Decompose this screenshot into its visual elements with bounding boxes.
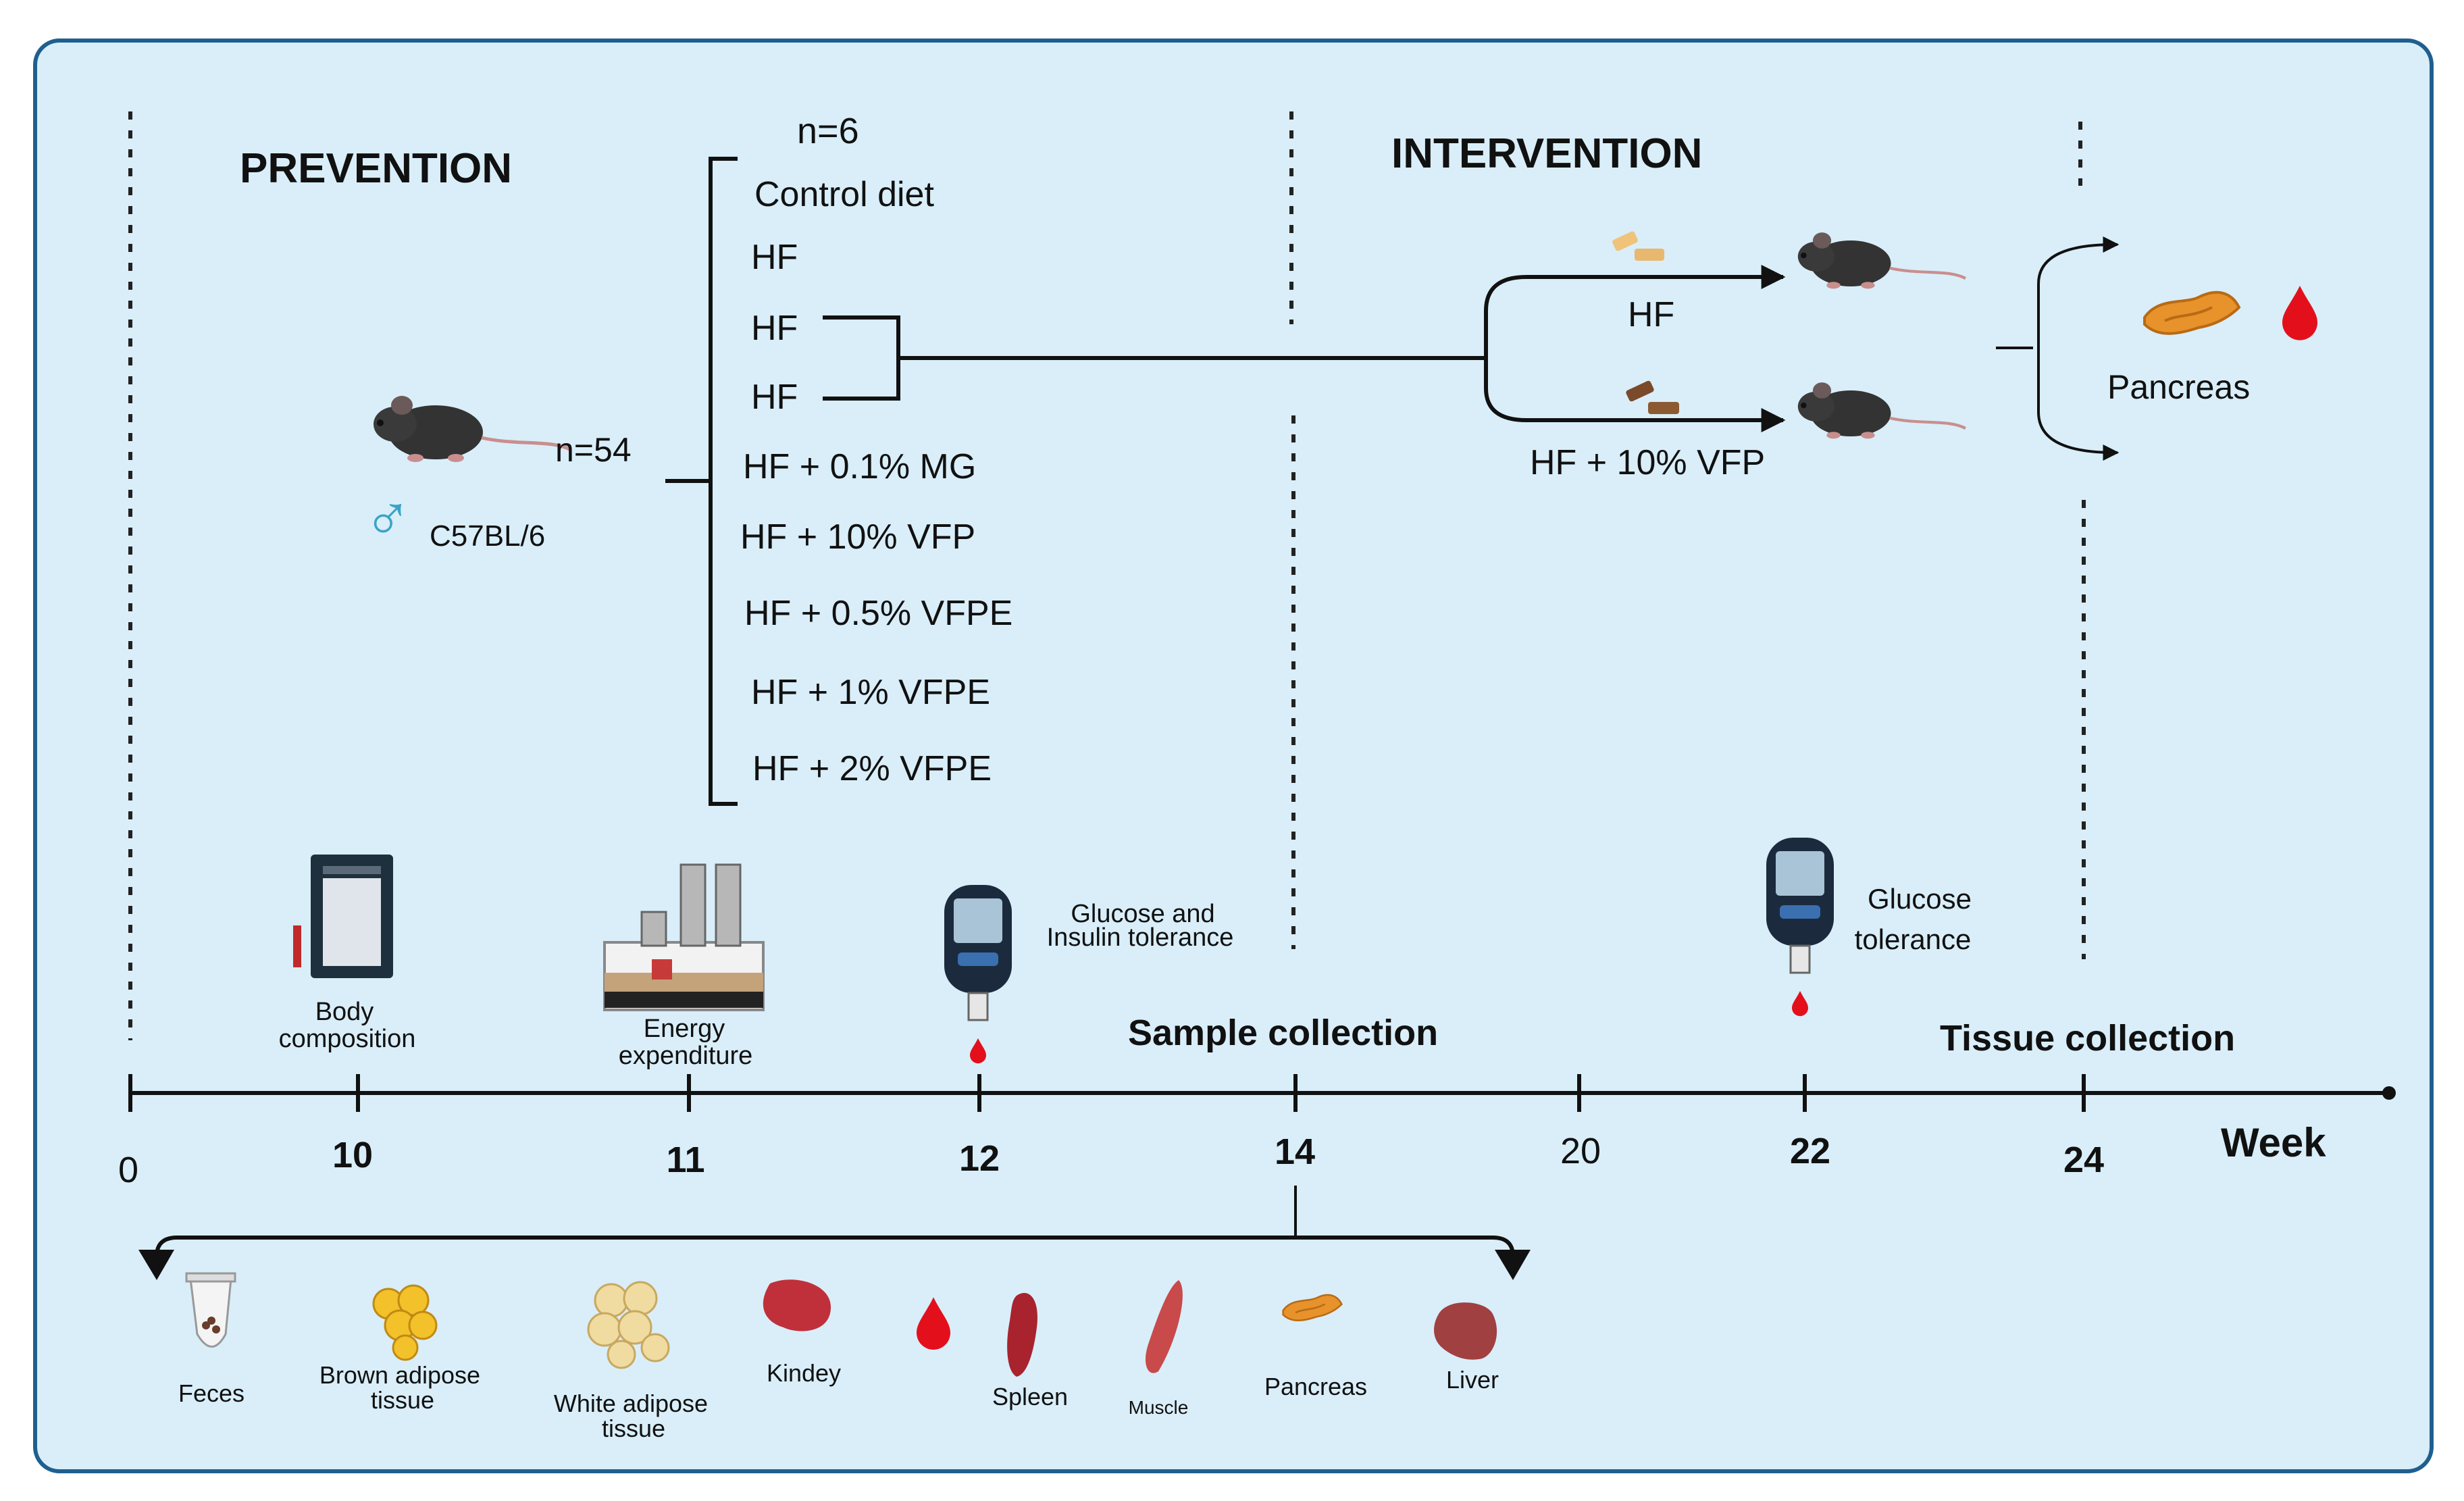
tissue-collection-label: Tissue collection [1940,1018,2235,1059]
cohort-size: n=54 [555,431,632,469]
arm-arrow-hf [1484,265,1786,358]
endpoint-bracket [2037,243,2115,454]
sample-label: Spleen [992,1383,1068,1410]
week-tick-label: 12 [959,1138,1000,1179]
week-tick-label: 24 [2063,1140,2104,1180]
liver-icon [1434,1302,1497,1360]
bracket-arrow-left [138,1250,174,1280]
test-label: Insulin tolerance [1047,923,1234,952]
metabolic-cage-icon [603,863,765,1011]
vfp-diet-pellet-icon [1626,380,1679,414]
week-tick-label: 20 [1560,1131,1601,1171]
sample-label: Muscle [1129,1397,1189,1418]
sample-label: Feces [178,1379,245,1407]
group-label: HF + 10% VFP [740,517,975,557]
background-panel [33,39,2434,1473]
intervention-title: INTERVENTION [1391,130,1702,177]
group-label: HF [751,238,798,277]
test-label: Glucose and [1071,900,1214,928]
kidney-icon [763,1279,831,1331]
test-label: Energy [644,1015,725,1043]
week-tick-label: 11 [666,1140,704,1180]
hf-diet-pellet-icon [1612,231,1664,261]
white-adipose-icon [587,1281,670,1369]
intervention-arm-label: HF + 10% VFP [1530,443,1765,482]
timeline-end-dot [2382,1086,2396,1100]
test-label: composition [279,1025,416,1053]
group-label: HF + 2% VFPE [752,749,992,788]
test-label: tolerance [1855,923,1972,955]
group-label: HF + 0.1% MG [743,447,976,486]
sample-bracket [155,1236,1515,1270]
week-tick-label: 22 [1790,1131,1830,1171]
group-label: HF [751,309,798,348]
group-label: HF + 1% VFPE [751,673,990,712]
sample-label: tissue [602,1415,665,1442]
test-label: expenditure [619,1042,753,1070]
muscle-icon [1145,1280,1183,1373]
sample-label: Liver [1446,1366,1499,1394]
bracket-arrow-right [1495,1250,1531,1280]
group-label: Control diet [754,175,934,214]
body-composition-analyzer-icon [293,855,393,978]
feces-tube-icon [185,1272,236,1348]
group-label: HF + 0.5% VFPE [744,594,1012,633]
spleen-icon [1007,1293,1037,1377]
brown-adipose-icon [372,1284,438,1361]
test-label: Glucose [1868,883,1972,915]
test-label: Body [315,998,374,1026]
week-unit-label: Week [2221,1120,2326,1165]
week-tick-label: 10 [332,1135,373,1175]
sample-label: Pancreas [1264,1373,1367,1400]
arm-arrow-vfp [1484,358,1786,432]
sample-label: Kindey [767,1359,841,1387]
sample-label: tissue [371,1386,434,1414]
sample-label: White adipose [554,1390,708,1417]
group-label: HF [751,378,798,417]
intervention-arm-label: HF [1628,295,1674,334]
week-tick-label: 0 [118,1150,138,1190]
endpoint-label: Pancreas [2107,368,2250,406]
male-icon: ♂ [363,482,412,555]
group-size: n=6 [797,111,859,151]
week-tick-label: 14 [1275,1131,1315,1172]
sample-label: Brown adipose [319,1361,480,1389]
sample-collection-label: Sample collection [1128,1013,1438,1053]
strain-label: C57BL/6 [430,519,545,553]
timeline-ticks [128,1074,2086,1112]
prevention-title: PREVENTION [240,145,512,192]
